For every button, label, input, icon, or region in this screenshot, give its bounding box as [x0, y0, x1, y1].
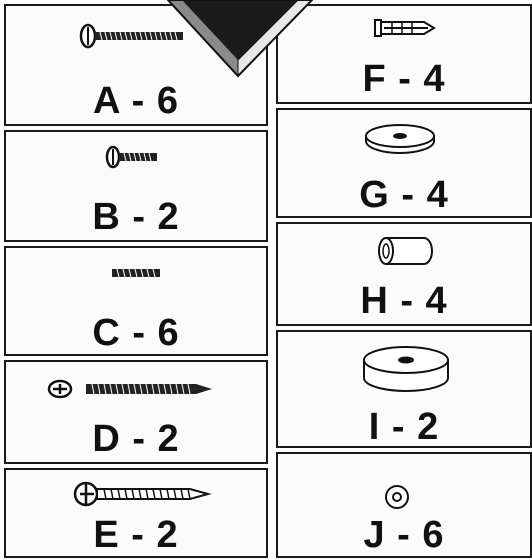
part-cell-j: J - 6 — [276, 452, 532, 558]
part-cell-h: H - 4 — [276, 222, 532, 326]
part-label-g: G - 4 — [278, 176, 530, 214]
short-screw-icon — [104, 144, 164, 170]
part-cell-c: C - 6 — [4, 246, 268, 356]
screw-cap-icon — [382, 482, 412, 512]
dowel-pin-icon — [110, 266, 162, 280]
part-cell-g: G - 4 — [276, 108, 532, 218]
bevel-corner-icon — [0, 0, 532, 80]
wood-screw-icon — [72, 480, 212, 508]
part-cell-e: E - 2 — [4, 468, 268, 558]
phillips-screw-icon — [46, 376, 216, 402]
part-label-j: J - 6 — [278, 516, 530, 554]
part-label-b: B - 2 — [6, 198, 266, 236]
part-label-h: H - 4 — [278, 282, 530, 320]
thick-washer-icon — [358, 344, 454, 394]
part-cell-i: I - 2 — [276, 330, 532, 448]
part-label-e: E - 2 — [6, 516, 266, 554]
part-label-i: I - 2 — [278, 408, 530, 446]
part-label-a: A - 6 — [6, 82, 266, 120]
part-label-c: C - 6 — [6, 314, 266, 352]
part-label-d: D - 2 — [6, 420, 266, 458]
spacer-tube-icon — [376, 234, 434, 268]
part-cell-d: D - 2 — [4, 360, 268, 464]
thin-washer-icon — [362, 122, 438, 156]
part-cell-b: B - 2 — [4, 130, 268, 242]
